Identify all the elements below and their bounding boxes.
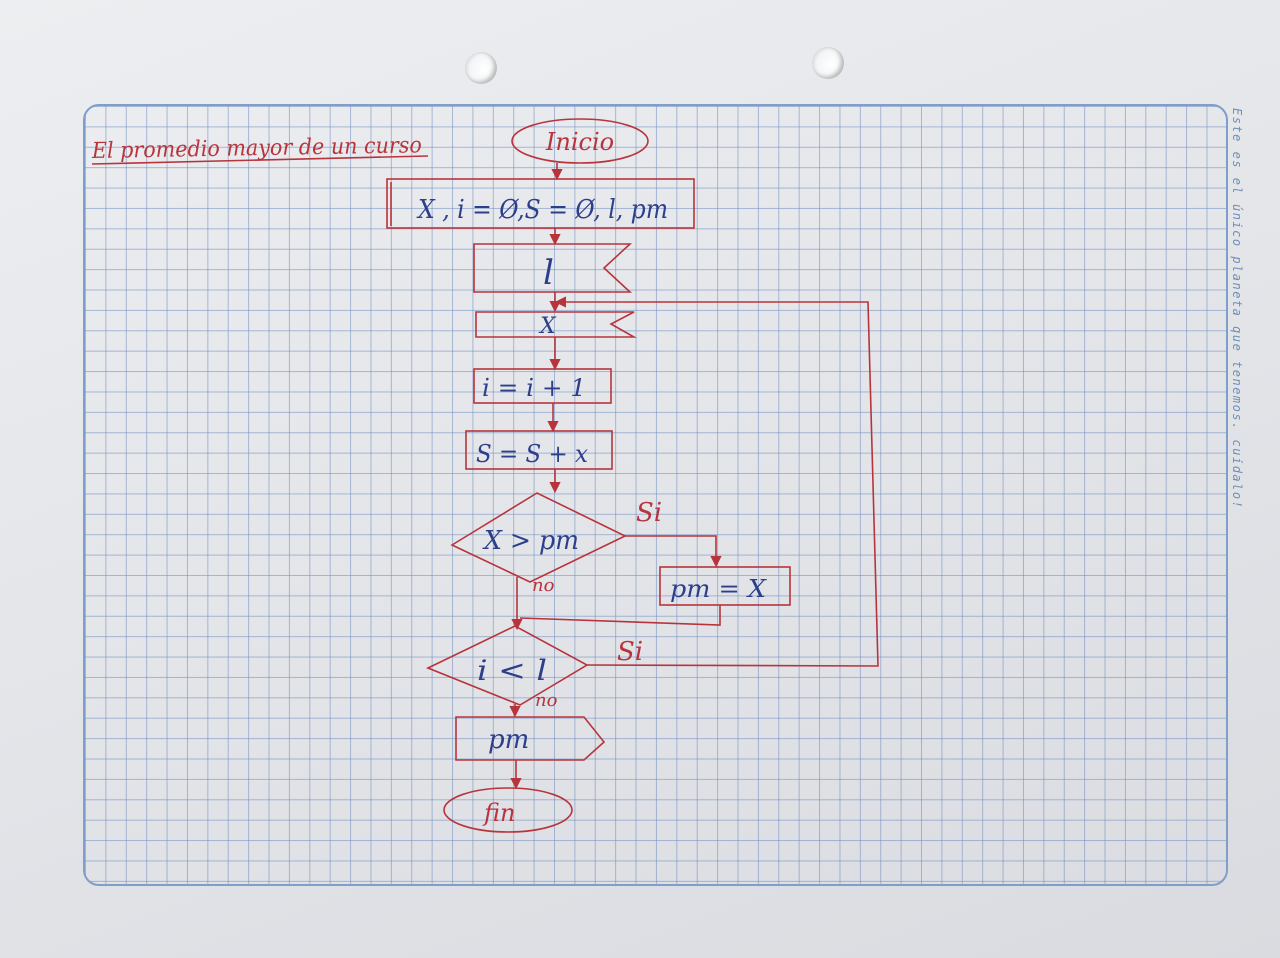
title-underline <box>91 155 429 165</box>
decision-max-no-label: no <box>532 575 555 596</box>
end-terminal <box>443 787 573 833</box>
accumulate-label: S = S + x <box>476 440 588 468</box>
assign-max-process-box <box>659 566 791 606</box>
increment-label: i = i + 1 <box>482 374 586 402</box>
decision-max-yes-label: Si <box>636 498 662 528</box>
decision-max-label: X > pm <box>482 526 579 556</box>
output-pm-shape <box>455 716 606 761</box>
input-l-shape <box>473 243 633 293</box>
input-x-shape <box>475 311 638 338</box>
arrow-max-yes <box>625 535 722 568</box>
punch-hole-left <box>465 52 497 84</box>
start-label: Inicio <box>545 128 614 156</box>
assign-max-label: pm = X <box>670 575 767 603</box>
decision-loop-yes-label: Si <box>617 637 643 667</box>
output-label: pm <box>488 725 529 755</box>
diagram-title: El promedio mayor de un curso <box>91 133 422 164</box>
init-label: X , i = Ø,S = Ø, l, pm <box>416 195 668 225</box>
init-process-box <box>386 178 695 229</box>
input-l-label: l <box>543 253 554 293</box>
start-terminal <box>511 118 649 164</box>
end-label: fin <box>482 799 515 827</box>
increment-process-box <box>473 368 612 404</box>
input-x-label: X <box>538 314 557 339</box>
loop-back-connector <box>554 296 879 667</box>
decision-loop-label: i < l <box>477 654 547 687</box>
connector-assign-to-merge <box>519 605 721 626</box>
accumulate-process-box <box>465 430 613 470</box>
punch-hole-right <box>812 47 844 79</box>
grid-area <box>83 104 1228 886</box>
decision-loop-no-label: no <box>535 690 558 711</box>
